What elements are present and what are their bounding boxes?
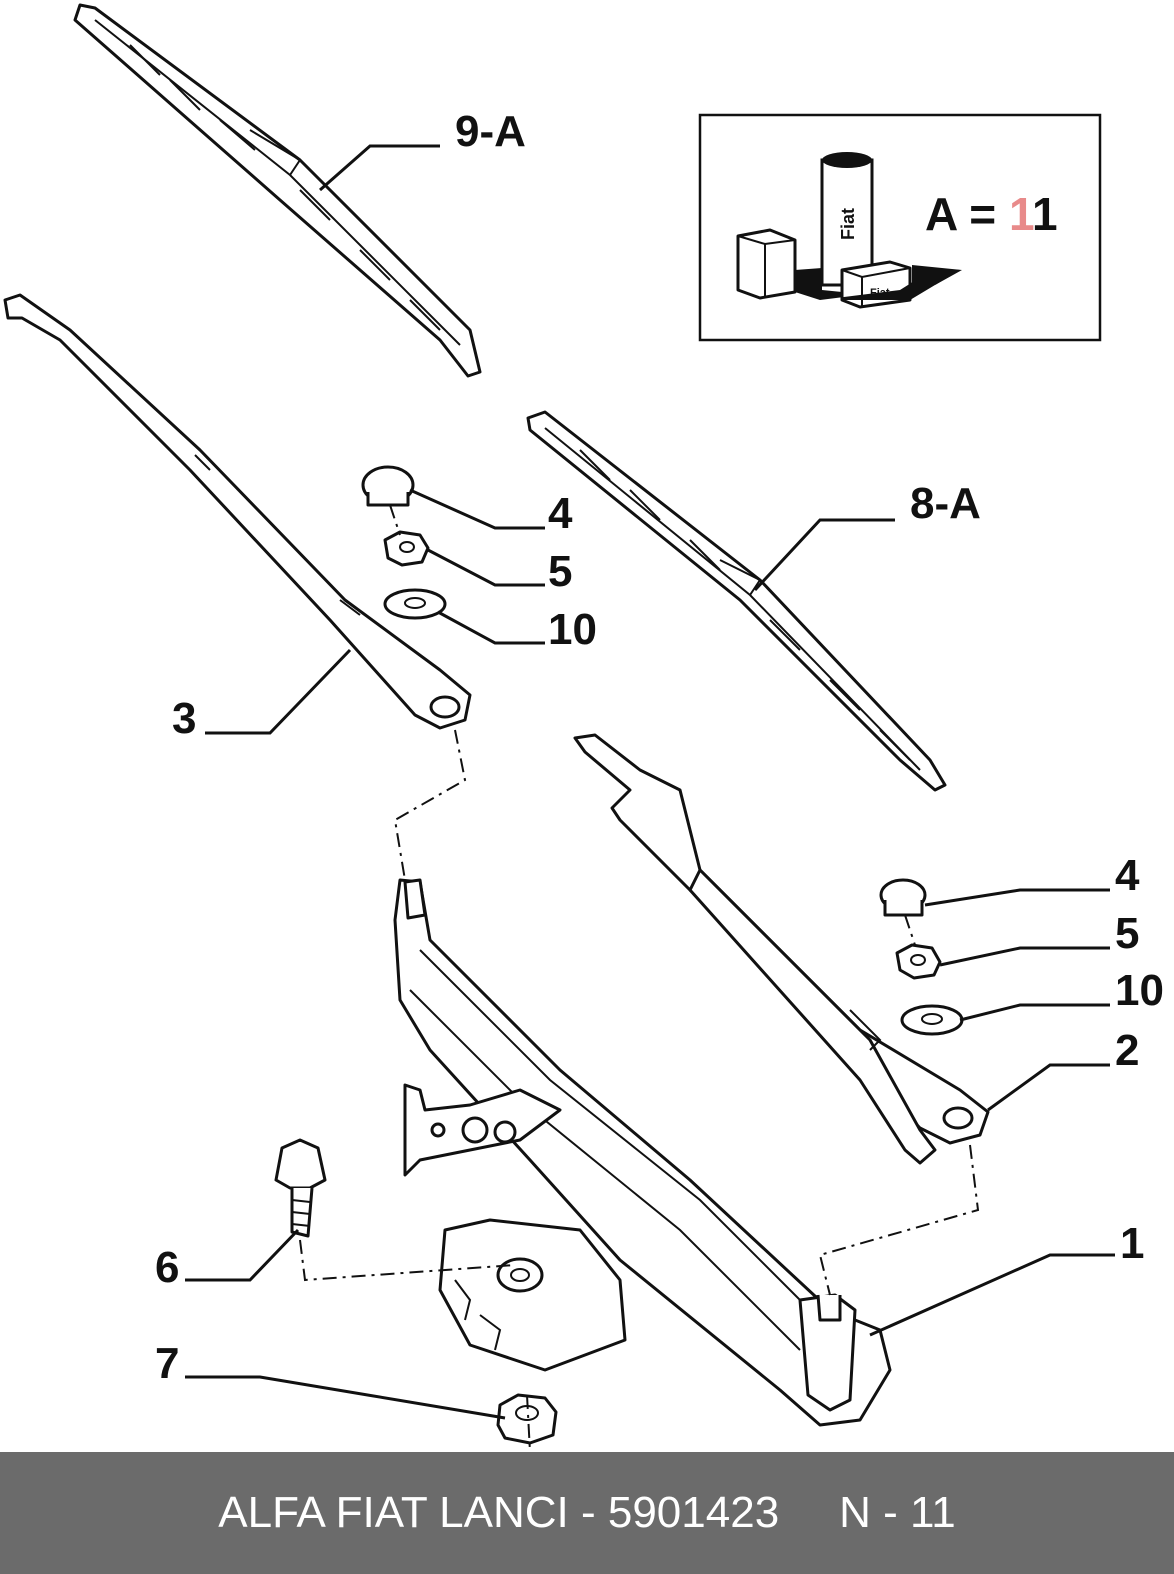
wiper-blade-9a xyxy=(73,3,482,378)
callout-6: 6 xyxy=(155,1243,179,1292)
callout-4-lower: 4 xyxy=(1115,851,1140,900)
leader-4a xyxy=(409,488,545,530)
legend-prefix: A = xyxy=(925,188,1009,240)
leader-10a xyxy=(437,610,545,645)
callout-5-lower: 5 xyxy=(1115,909,1139,958)
axis-line-cap-left xyxy=(389,504,401,536)
footer-page-ref: N - 11 xyxy=(839,1488,956,1537)
legend-value-second: 1 xyxy=(1032,188,1058,240)
callout-5-upper: 5 xyxy=(548,547,572,596)
callout-8a: 8-A xyxy=(910,479,981,528)
nut-5-right xyxy=(895,943,942,980)
callout-7: 7 xyxy=(155,1339,179,1388)
wiper-assembly-diagram: 9-A 8-A 4 5 10 3 4 5 10 2 1 6 7 Fiat Fia… xyxy=(3,3,1164,1452)
legend-formula: A = 11 xyxy=(925,188,1058,240)
cap-4-right xyxy=(879,878,927,917)
callout-10-upper: 10 xyxy=(548,605,597,654)
callout-9a: 9-A xyxy=(455,107,526,156)
package-box-icon xyxy=(736,228,797,300)
axis-line-left xyxy=(393,729,467,881)
tube-label: Fiat xyxy=(838,208,858,240)
leader-10b xyxy=(959,1003,1110,1022)
callout-1: 1 xyxy=(1120,1219,1144,1268)
leader-5b xyxy=(939,946,1110,967)
wiper-linkage-1 xyxy=(393,878,892,1427)
leader-3 xyxy=(205,648,352,735)
cap-4-left xyxy=(361,465,415,507)
callout-10-lower: 10 xyxy=(1115,966,1164,1015)
callout-3: 3 xyxy=(172,694,196,743)
leader-7 xyxy=(185,1375,506,1420)
wiper-blade-8a xyxy=(526,410,947,792)
callout-2: 2 xyxy=(1115,1026,1139,1075)
nut-5-left xyxy=(383,530,430,567)
legend-box: Fiat Fiat A = 11 xyxy=(698,113,1102,342)
wiper-arm-3 xyxy=(3,293,472,730)
grease-tube-icon: Fiat xyxy=(820,152,874,287)
leader-4b xyxy=(924,888,1110,907)
axis-line-cap-right xyxy=(904,914,916,946)
legend-value-first: 1 xyxy=(1009,188,1034,240)
leader-9a xyxy=(319,144,440,192)
axis-line-bolt xyxy=(299,1239,516,1282)
footer-part-number: ALFA FIAT LANCI - 5901423 xyxy=(218,1488,780,1537)
wiper-arm-2 xyxy=(573,733,990,1165)
leader-5a xyxy=(427,548,545,587)
callout-4-upper: 4 xyxy=(548,489,573,538)
bolt-6 xyxy=(274,1138,327,1238)
leader-1 xyxy=(869,1253,1115,1337)
washer-10-left xyxy=(383,588,447,620)
base-shadow-icon xyxy=(795,268,960,300)
washer-10-right xyxy=(900,1004,964,1036)
axis-line-right xyxy=(818,1144,980,1296)
leader-2 xyxy=(987,1063,1110,1112)
footer-bar: ALFA FIAT LANCI - 5901423 N - 11 xyxy=(0,1452,1174,1574)
leader-8a xyxy=(753,518,895,592)
leader-6 xyxy=(185,1228,300,1282)
flat-box-icon: Fiat xyxy=(840,260,912,309)
axis-line-nut xyxy=(526,1394,531,1452)
